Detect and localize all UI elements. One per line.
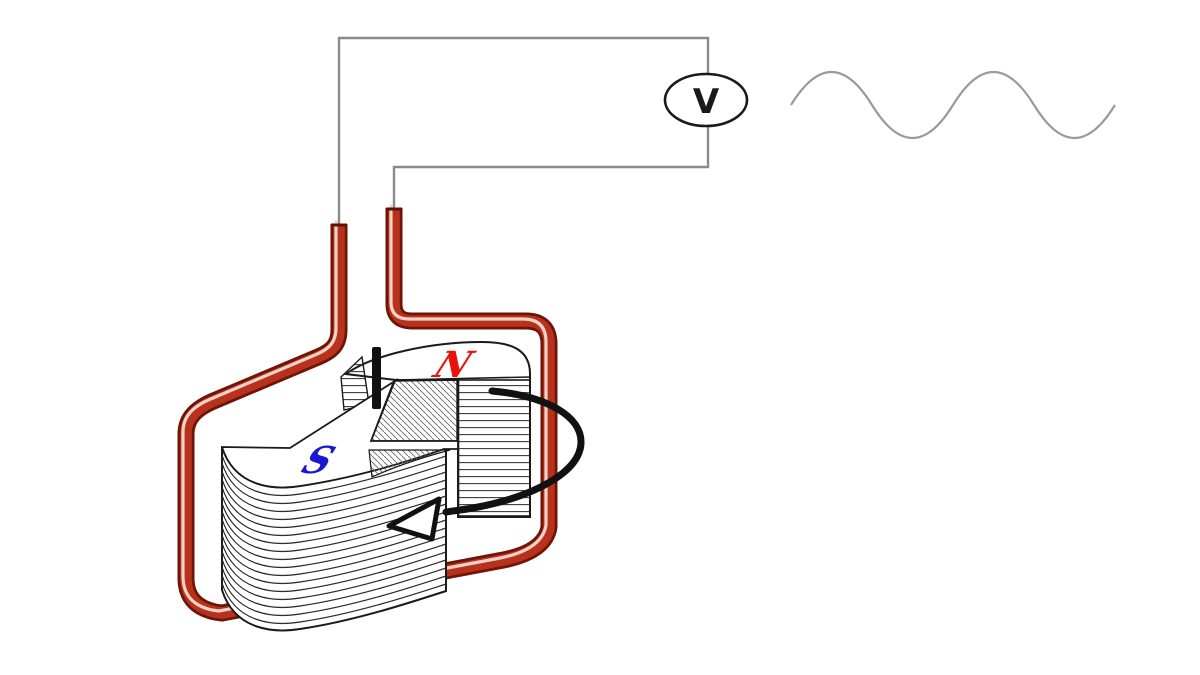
- rotating-split-magnet: N S: [220, 340, 531, 632]
- rotation-arrow-shaft: [442, 387, 585, 516]
- sine-wave-icon: [790, 70, 1116, 140]
- measuring-circuit: V: [337, 36, 1116, 226]
- rotation-arrow-icon: [386, 387, 585, 542]
- circuit-wire: [337, 36, 710, 226]
- rotation-axis: [372, 347, 381, 409]
- rotation-arrowhead: [386, 496, 442, 542]
- north-cap-edge: [395, 376, 531, 381]
- induction-coil: [183, 206, 549, 613]
- split-face-hatch-lower: [368, 449, 451, 478]
- voltmeter-icon: [663, 72, 749, 128]
- voltmeter-label: V: [693, 82, 720, 122]
